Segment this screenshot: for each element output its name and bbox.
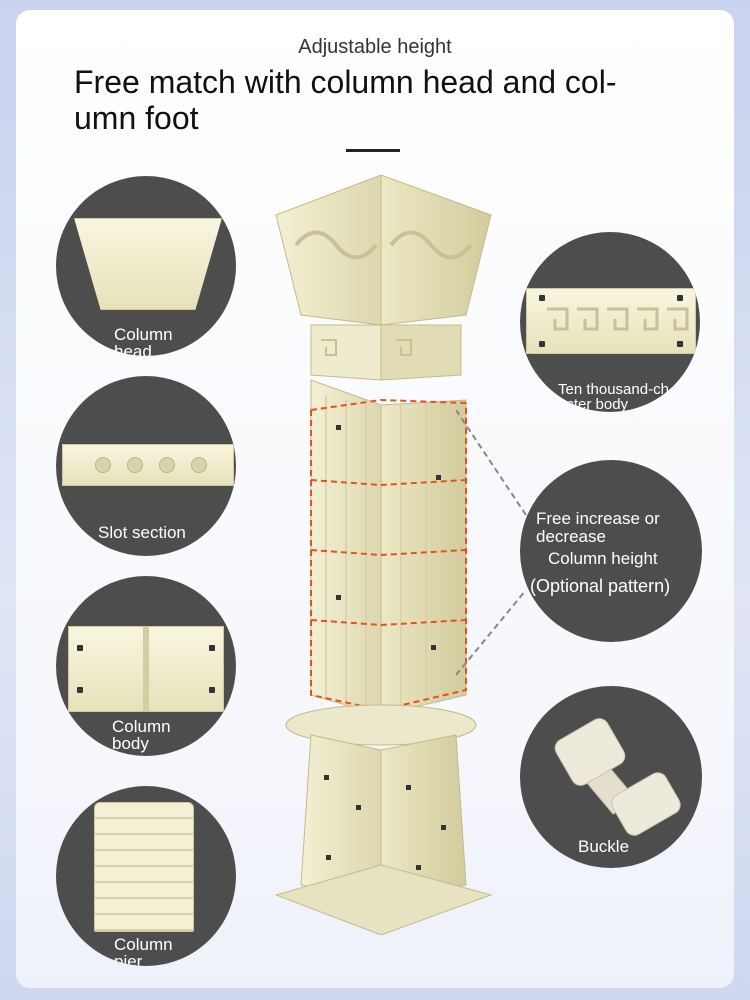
height-info-line-3: Column height — [548, 549, 658, 568]
slot-section-circle: Slot section — [56, 376, 236, 556]
column-pier-label: Column pier — [114, 936, 173, 966]
headline-line-1: Free match with column head and col- — [74, 64, 617, 100]
column-pier-part — [94, 802, 194, 932]
pattern-body-label-2: acter body — [558, 396, 629, 412]
column-body-label: Column body — [112, 718, 171, 752]
headline-line-2: umn foot — [74, 100, 199, 136]
column-body-part — [68, 626, 224, 712]
column-body-label-1: Column — [112, 717, 171, 736]
top-label: Adjustable height — [298, 36, 452, 58]
leader-lines — [456, 409, 527, 676]
column-pier-circle: Column pier — [56, 786, 236, 966]
pattern-body-label-1: Ten thousand-ch — [558, 381, 669, 398]
column-pier-label-1: Column — [114, 935, 173, 954]
slot-section-part — [62, 444, 234, 486]
product-card: Adjustable height Free match with column… — [16, 10, 734, 988]
height-info-line-1: Free increase or — [536, 509, 660, 528]
column-body-circle: Column body — [56, 576, 236, 756]
column-head-circle: Column head — [56, 176, 236, 356]
title-divider — [346, 149, 400, 152]
slot-section-label-1: Slot section — [98, 523, 186, 542]
pattern-body-part — [526, 288, 696, 354]
column-head-label-1: Column — [114, 325, 173, 344]
height-info-line-2: decrease — [536, 527, 606, 546]
column-head-label-2: head — [114, 342, 152, 356]
buckle-label: Buckle — [578, 837, 630, 856]
capital-left — [275, 175, 382, 326]
column-mold-illustration — [274, 175, 493, 935]
column-pier-label-2: pier — [114, 952, 143, 966]
pattern-body-circle: Ten thousand-ch acter body — [520, 232, 700, 412]
slot-section-label: Slot section — [98, 524, 186, 541]
meander-pattern-icon — [547, 307, 689, 331]
height-info-line-4: (Optional pattern) — [530, 576, 671, 596]
buckle-circle: Buckle — [520, 686, 702, 868]
column-body-label-2: body — [112, 734, 149, 753]
column-head-part — [74, 218, 222, 310]
height-info-circle: Free increase or decrease Column height … — [520, 460, 702, 642]
headline: Free match with column head and col- umn… — [74, 64, 674, 136]
column-head-label: Column head — [114, 326, 173, 356]
pattern-body-label: Ten thousand-ch acter body — [558, 382, 669, 412]
